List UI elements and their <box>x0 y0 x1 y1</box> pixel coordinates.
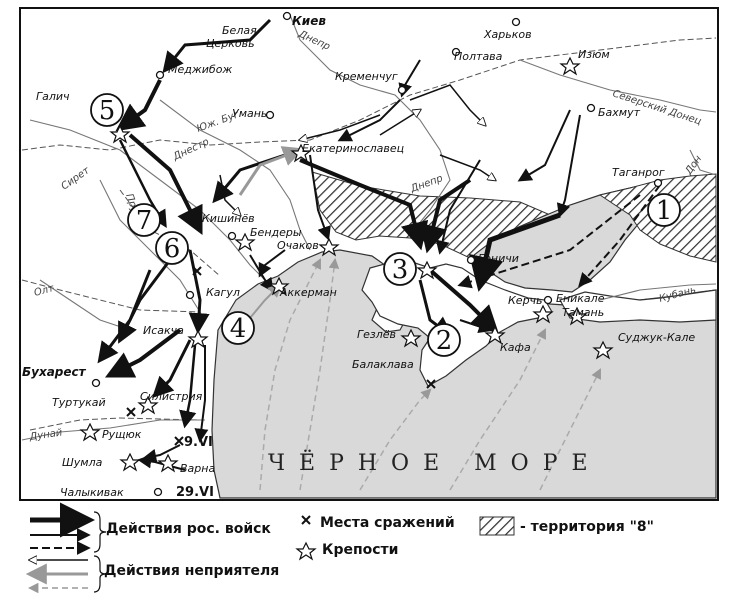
label-kerch: Керчь <box>508 294 543 307</box>
marker-4: 4 <box>221 311 255 345</box>
city-markers <box>91 11 663 497</box>
label-ekaterinoslav: Екатеринославец <box>302 142 404 155</box>
svg-text:7: 7 <box>136 206 153 236</box>
label-taman: Тамань <box>562 306 604 319</box>
marker-6: 6 <box>155 231 189 265</box>
label-sudzhuk-kale: Суджук-Кале <box>618 331 695 344</box>
svg-text:3: 3 <box>392 255 409 285</box>
label-izyum: Изюм <box>578 48 610 61</box>
russian-arrows <box>97 18 661 471</box>
svg-text:6: 6 <box>164 234 181 264</box>
battle-markers <box>126 266 436 446</box>
label-enikale: Еникале <box>556 292 605 305</box>
legend-enemy-actions: Действия неприятеля <box>104 563 279 579</box>
city-labels: Киев Белая Церковь Харьков Полтава Изюм … <box>22 14 695 499</box>
label-kiev: Киев <box>292 14 326 28</box>
taman <box>559 289 717 323</box>
label-uman: Умань <box>232 107 267 120</box>
label-galich: Галич <box>36 90 70 103</box>
label-kremenchug: Кременчуг <box>335 70 398 83</box>
svg-text:4: 4 <box>230 314 247 344</box>
river-olt: Олт <box>33 283 56 299</box>
label-turtukay: Туртукай <box>52 396 106 409</box>
enemy-arrows <box>219 84 601 491</box>
label-medzhibozh: Меджибож <box>168 63 232 76</box>
marker-1: 1 <box>647 193 681 227</box>
label-kharkov: Харьков <box>483 28 532 41</box>
numbered-markers: 1 2 3 4 5 6 7 <box>90 93 681 357</box>
legend-territory: - территория "8" <box>520 519 654 535</box>
legend-fortress-icon <box>295 541 317 561</box>
crimea <box>361 261 553 387</box>
label-belaya: Белая <box>222 24 257 37</box>
label-varna: Варна <box>180 462 215 475</box>
label-silistriya: Силистрия <box>140 390 203 403</box>
label-bendery: Бендеры <box>250 226 302 239</box>
label-balaklava: Балаклава <box>352 358 414 371</box>
label-bakhmut: Бахмут <box>598 106 641 119</box>
legend-battles: Места сражений <box>320 515 455 531</box>
marker-7: 7 <box>127 203 161 237</box>
svg-text:1: 1 <box>656 196 673 226</box>
label-isakcha: Исакча <box>143 324 184 337</box>
date-29-vi: 29.VI <box>176 485 214 500</box>
legend-russian-actions: Действия рос. войск <box>106 521 271 537</box>
river-dunay: Дунай <box>28 427 64 443</box>
label-akkerman: Аккерман <box>279 286 337 299</box>
label-poltava: Полтава <box>454 50 503 63</box>
label-gezlev: Гезлёв <box>357 328 396 341</box>
label-taganrog: Таганрог <box>612 166 665 179</box>
marker-2: 2 <box>427 323 461 357</box>
label-kafa: Кафа <box>500 341 531 354</box>
fortress-markers <box>79 56 614 473</box>
marker-5: 5 <box>90 93 124 127</box>
label-kagul: Кагул <box>206 286 240 299</box>
legend: Действия рос. войск Действия неприятеля … <box>25 502 654 594</box>
label-chalykivak: Чалыкивак <box>60 486 124 499</box>
label-genichi: Геничи <box>478 252 519 265</box>
svg-text:2: 2 <box>436 326 453 356</box>
legend-territory-swatch <box>479 516 515 536</box>
date-9-vi: 9.VI <box>184 435 213 450</box>
sea-label: ЧЁРНОЕ МОРЕ <box>268 449 602 476</box>
label-shumla: Шумла <box>62 456 103 469</box>
label-ochakov: Очаков <box>277 239 319 252</box>
marker-3: 3 <box>383 252 417 286</box>
label-bukharest: Бухарест <box>22 365 87 379</box>
legend-battle-icon <box>301 515 311 525</box>
label-kishinev: Кишинёв <box>202 212 255 225</box>
svg-text:5: 5 <box>99 96 116 126</box>
label-rushchuk: Рущюк <box>102 428 142 441</box>
label-tserkov: Церковь <box>206 37 255 50</box>
legend-fortresses: Крепости <box>322 542 398 558</box>
rivers <box>21 14 717 441</box>
